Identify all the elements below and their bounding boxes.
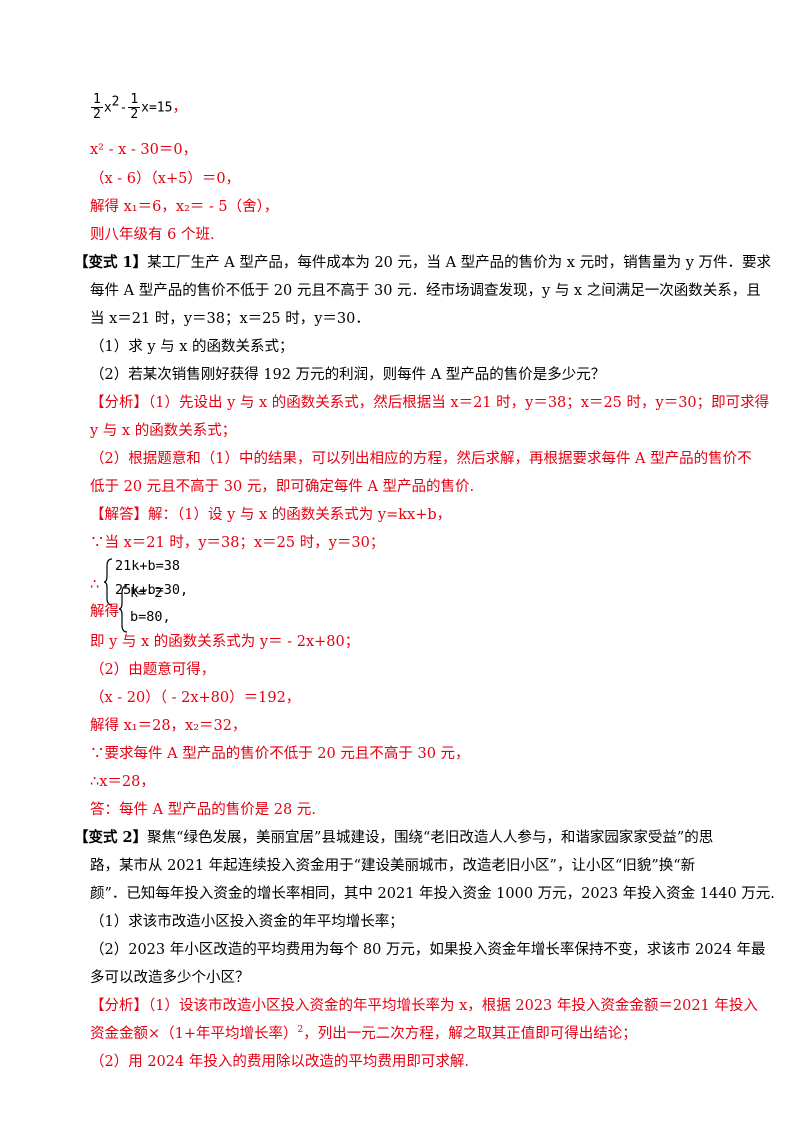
brace-icon: [103, 558, 113, 606]
equation-system-2: k=-2 b=80,: [118, 585, 218, 635]
solution-line: 解得 x₁＝6，x₂＝ - 5（舍），: [90, 199, 279, 215]
analysis-line: y 与 x 的函数关系式；: [90, 423, 237, 439]
brace-icon: [118, 585, 128, 633]
variant-2-part-2: 多可以改造多少个小区？: [90, 970, 250, 986]
variant-2-question-line: 颜”．已知每年投入资金的增长率相同，其中 2021 年投入资金 1000 万元，…: [90, 886, 775, 902]
variant-1-part-1: （1）求 y 与 x 的函数关系式；: [90, 339, 294, 355]
analysis-line: （2）用 2024 年投入的费用除以改造的平均费用即可求解.: [90, 1054, 469, 1070]
therefore-symbol: ∴: [90, 577, 100, 593]
answer-line: 【解答】解：（1）设 y 与 x 的函数关系式为 y=kx+b，: [90, 507, 452, 523]
variant-1-question-line: 每件 A 型产品的售价不低于 20 元且不高于 30 元．经市场调查发现，y 与…: [90, 283, 761, 299]
variant-2-question-line: 【变式 2】聚焦“绿色发展，美丽宜居”县城建设，围绕“老旧改造人人参与，和谐家园…: [74, 829, 714, 846]
answer-line: ∴x＝28，: [90, 774, 155, 790]
answer-line: 解得 x₁＝28，x₂＝32，: [90, 718, 247, 734]
jiede-label: 解得: [90, 604, 119, 620]
variant-2-label: 【变式 2】: [74, 829, 148, 846]
analysis-line: 资金金额×（1+年平均增长率）2，列出一元二次方程，解之取其正值即可得出结论；: [90, 1025, 637, 1042]
solution-line: x² - x - 30＝0，: [90, 142, 198, 158]
answer-line: 即 y 与 x 的函数关系式为 y＝ - 2x+80；: [90, 634, 360, 650]
variant-1-part-2: （2）若某次销售刚好获得 192 万元的利润，则每件 A 型产品的售价是多少元？: [90, 367, 606, 383]
variant-2-part-1: （1）求该市改造小区投入资金的年平均增长率；: [90, 914, 404, 930]
answer-line: ∵要求每件 A 型产品的售价不低于 20 元且不高于 30 元，: [90, 746, 470, 762]
analysis-line: 低于 20 元且不高于 30 元，即可确定每件 A 型产品的售价.: [90, 479, 475, 495]
answer-line: 答：每件 A 型产品的售价是 28 元.: [90, 802, 316, 818]
analysis-line: 【分析】（1）设该市改造小区投入资金的年平均增长率为 x，根据 2023 年投入…: [90, 998, 758, 1014]
variant-2-question-line: 路，某市从 2021 年起连续投入资金用于“建设美丽城市，改造老旧小区”，让小区…: [90, 858, 696, 874]
analysis-line: （2）根据题意和（1）中的结果，可以列出相应的方程，然后求解，再根据要求每件 A…: [90, 451, 752, 467]
solution-line: （x - 6）（x+5）＝0，: [90, 171, 241, 187]
variant-1-question-line: 【变式 1】某工厂生产 A 型产品，每件成本为 20 元，当 A 型产品的售价为…: [74, 254, 771, 271]
answer-line: （x - 20）（ - 2x+80）＝192，: [90, 690, 301, 706]
solution-line: 则八年级有 6 个班.: [90, 227, 215, 243]
variant-1-label: 【变式 1】: [74, 254, 148, 271]
variant-2-part-2: （2）2023 年小区改造的平均费用为每个 80 万元，如果投入资金年增长率保持…: [90, 942, 766, 958]
equation-system-1: 21k+b=38 25k+b=30,: [103, 558, 223, 608]
variant-1-question-line: 当 x＝21 时，y＝38；x＝25 时，y＝30．: [90, 311, 370, 327]
analysis-line: 【分析】（1）先设出 y 与 x 的函数关系式，然后根据当 x＝21 时，y＝3…: [90, 395, 770, 411]
answer-line: ∵当 x＝21 时，y＝38；x＝25 时，y＝30；: [90, 535, 385, 551]
answer-line: （2）由题意可得，: [90, 662, 216, 678]
